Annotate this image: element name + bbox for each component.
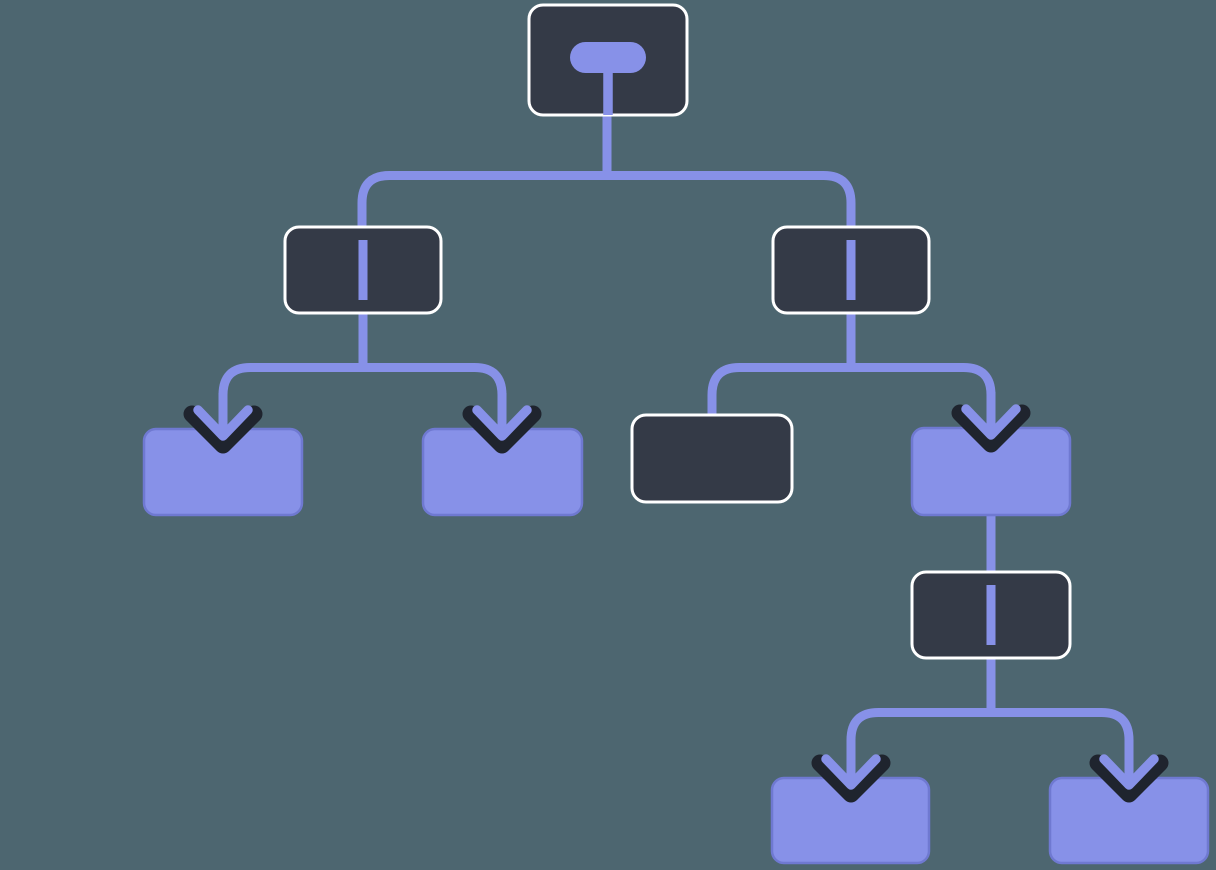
arrow-dark-chevron: [183, 405, 263, 454]
connector-layer: [218, 110, 1134, 785]
arrow-purple-chevron: [1099, 754, 1159, 790]
connector-bottom-split: [846, 657, 1134, 785]
connector-top-branch: [357, 171, 856, 228]
node-root: [527, 3, 689, 117]
connector-left-split: [218, 312, 507, 436]
arrow-down-icon: [811, 742, 891, 803]
arrow-purple-chevron: [472, 405, 532, 441]
arrow-down-icon: [183, 393, 263, 454]
connector-right-split: [707, 312, 996, 435]
arrow-down-icon: [1089, 742, 1169, 803]
arrow-purple-chevron: [961, 404, 1021, 440]
arrow-down-icon: [951, 392, 1031, 453]
node-branch-bottom: [910, 570, 1072, 660]
node-branch-left: [283, 225, 443, 315]
arrow-purple-chevron: [821, 754, 881, 790]
arrow-layer: [183, 392, 1169, 803]
arrow-dark-chevron: [462, 405, 542, 454]
arrow-dark-chevron: [951, 404, 1031, 453]
root-pill-icon: [570, 42, 646, 73]
arrow-purple-chevron: [193, 405, 253, 441]
node-layer: [142, 3, 1210, 865]
arrow-dark-chevron: [1089, 754, 1169, 803]
node-leaf-right-dark: [630, 413, 794, 504]
arrow-down-icon: [462, 393, 542, 454]
node-branch-right: [771, 225, 931, 315]
root-pill-stem: [603, 71, 613, 115]
dark-leaf-node-leaf-right-dark[interactable]: [630, 413, 794, 504]
arrow-dark-chevron: [811, 754, 891, 803]
